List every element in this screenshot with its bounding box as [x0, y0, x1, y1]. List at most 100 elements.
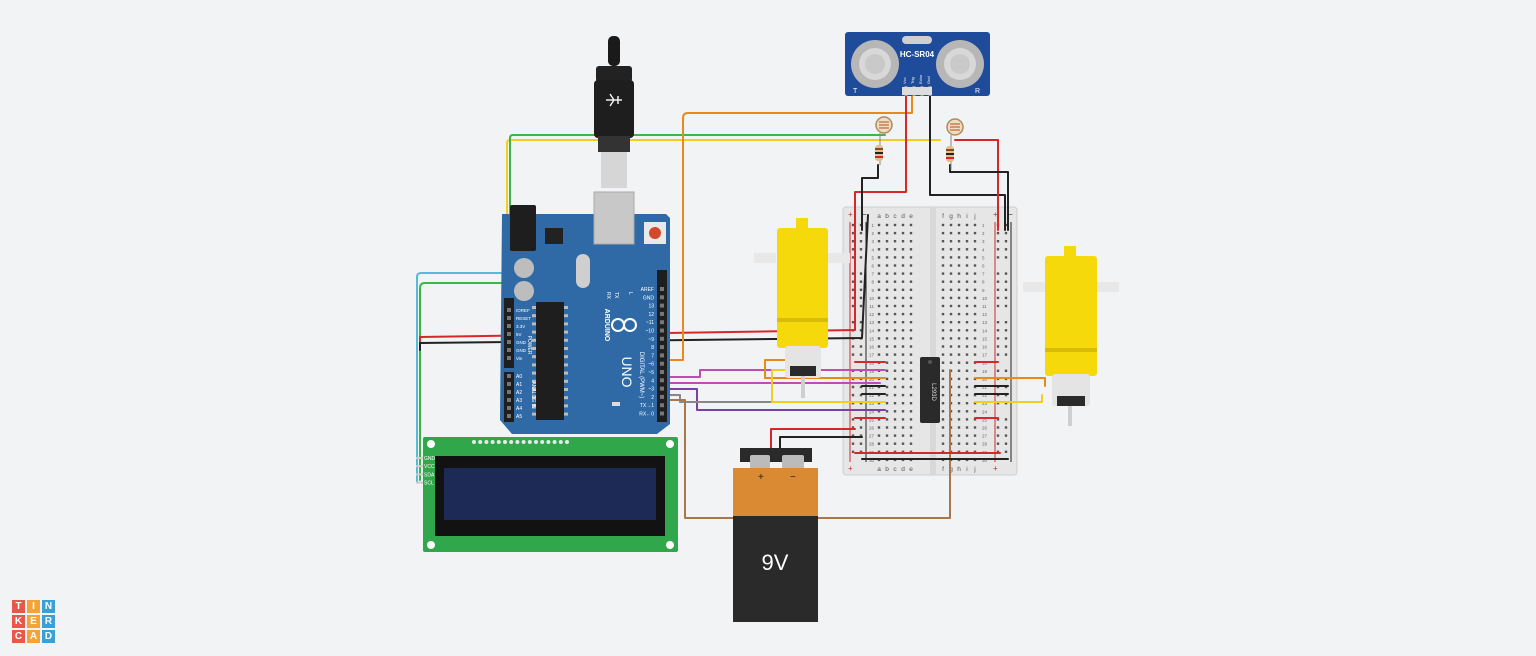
- breadboard-hole[interactable]: [965, 288, 969, 291]
- breadboard-hole[interactable]: [973, 272, 977, 275]
- breadboard-hole[interactable]: [973, 418, 977, 421]
- photoresistor-right[interactable]: [946, 118, 964, 170]
- rail-hole[interactable]: [1004, 369, 1008, 372]
- breadboard-hole[interactable]: [949, 337, 953, 340]
- breadboard-hole[interactable]: [885, 288, 889, 291]
- rail-hole[interactable]: [851, 442, 855, 445]
- lcd-pin[interactable]: [416, 473, 423, 476]
- rail-hole[interactable]: [851, 393, 855, 397]
- breadboard-hole[interactable]: [877, 434, 881, 437]
- breadboard-hole[interactable]: [957, 410, 961, 413]
- breadboard-hole[interactable]: [957, 264, 961, 267]
- breadboard-hole[interactable]: [949, 256, 953, 259]
- breadboard-hole[interactable]: [909, 296, 913, 300]
- digital-pin[interactable]: [660, 303, 664, 308]
- breadboard-hole[interactable]: [941, 402, 945, 405]
- breadboard-hole[interactable]: [965, 264, 969, 267]
- breadboard-hole[interactable]: [957, 304, 961, 308]
- breadboard-hole[interactable]: [957, 402, 961, 405]
- breadboard-hole[interactable]: [909, 426, 913, 429]
- resistor-left[interactable]: [875, 145, 883, 161]
- breadboard-hole[interactable]: [901, 426, 905, 429]
- rail-hole[interactable]: [859, 434, 863, 437]
- breadboard-hole[interactable]: [941, 272, 945, 275]
- breadboard-hole[interactable]: [901, 231, 905, 235]
- rail-hole[interactable]: [851, 288, 855, 291]
- analog-pin[interactable]: [507, 406, 511, 410]
- rail-hole[interactable]: [1004, 304, 1008, 308]
- breadboard-hole[interactable]: [877, 418, 881, 421]
- rail-hole[interactable]: [1004, 288, 1008, 291]
- breadboard-hole[interactable]: [877, 272, 881, 275]
- rail-hole[interactable]: [996, 296, 1000, 300]
- breadboard-hole[interactable]: [965, 329, 969, 332]
- rail-hole[interactable]: [996, 329, 1000, 332]
- rail-hole[interactable]: [851, 402, 855, 405]
- breadboard-hole[interactable]: [885, 248, 889, 251]
- breadboard-hole[interactable]: [877, 304, 881, 308]
- breadboard-hole[interactable]: [909, 240, 913, 243]
- breadboard-hole[interactable]: [941, 312, 945, 316]
- breadboard-hole[interactable]: [877, 353, 881, 356]
- rail-hole[interactable]: [1004, 337, 1008, 340]
- breadboard-hole[interactable]: [965, 337, 969, 340]
- breadboard-hole[interactable]: [941, 321, 945, 324]
- breadboard-hole[interactable]: [965, 321, 969, 324]
- breadboard-hole[interactable]: [965, 248, 969, 251]
- breadboard-hole[interactable]: [965, 450, 969, 453]
- breadboard-hole[interactable]: [973, 393, 977, 397]
- breadboard-hole[interactable]: [877, 450, 881, 453]
- breadboard-hole[interactable]: [957, 450, 961, 453]
- rail-hole[interactable]: [1004, 256, 1008, 259]
- rail-hole[interactable]: [851, 321, 855, 324]
- breadboard-hole[interactable]: [893, 321, 897, 324]
- wire-brown[interactable]: [661, 369, 951, 519]
- breadboard-hole[interactable]: [941, 377, 945, 381]
- rail-hole[interactable]: [859, 345, 863, 348]
- breadboard-hole[interactable]: [965, 272, 969, 275]
- breadboard-hole[interactable]: [909, 442, 913, 445]
- dc-motor-left[interactable]: [754, 218, 850, 398]
- breadboard-hole[interactable]: [941, 418, 945, 421]
- rail-hole[interactable]: [851, 345, 855, 348]
- rail-hole[interactable]: [851, 280, 855, 283]
- digital-pin[interactable]: [660, 295, 664, 300]
- breadboard-hole[interactable]: [909, 329, 913, 332]
- breadboard-hole[interactable]: [877, 426, 881, 429]
- breadboard-hole[interactable]: [957, 393, 961, 397]
- rail-hole[interactable]: [1004, 353, 1008, 356]
- analog-pin[interactable]: [507, 374, 511, 378]
- rail-hole[interactable]: [996, 280, 1000, 283]
- breadboard-hole[interactable]: [973, 442, 977, 445]
- breadboard-hole[interactable]: [901, 361, 905, 364]
- rail-hole[interactable]: [996, 434, 1000, 437]
- rail-hole[interactable]: [851, 223, 855, 227]
- breadboard-hole[interactable]: [949, 312, 953, 316]
- rail-hole[interactable]: [996, 337, 1000, 340]
- breadboard-hole[interactable]: [957, 280, 961, 283]
- breadboard-hole[interactable]: [885, 312, 889, 316]
- breadboard-hole[interactable]: [941, 369, 945, 372]
- rail-hole[interactable]: [859, 402, 863, 405]
- breadboard-hole[interactable]: [957, 312, 961, 316]
- breadboard-hole[interactable]: [877, 240, 881, 243]
- rail-hole[interactable]: [851, 248, 855, 251]
- breadboard-hole[interactable]: [941, 231, 945, 235]
- breadboard-hole[interactable]: [885, 264, 889, 267]
- rail-hole[interactable]: [851, 256, 855, 259]
- rail-hole[interactable]: [1004, 345, 1008, 348]
- power-pin[interactable]: [507, 316, 511, 320]
- analog-pin[interactable]: [507, 390, 511, 394]
- rail-hole[interactable]: [1004, 426, 1008, 429]
- breadboard-hole[interactable]: [973, 256, 977, 259]
- breadboard-hole[interactable]: [941, 304, 945, 308]
- breadboard-hole[interactable]: [877, 393, 881, 397]
- breadboard-hole[interactable]: [957, 231, 961, 235]
- breadboard-hole[interactable]: [877, 223, 881, 227]
- breadboard-hole[interactable]: [965, 434, 969, 437]
- rail-hole[interactable]: [859, 272, 863, 275]
- breadboard-hole[interactable]: [965, 353, 969, 356]
- breadboard-hole[interactable]: [973, 369, 977, 372]
- breadboard-hole[interactable]: [893, 434, 897, 437]
